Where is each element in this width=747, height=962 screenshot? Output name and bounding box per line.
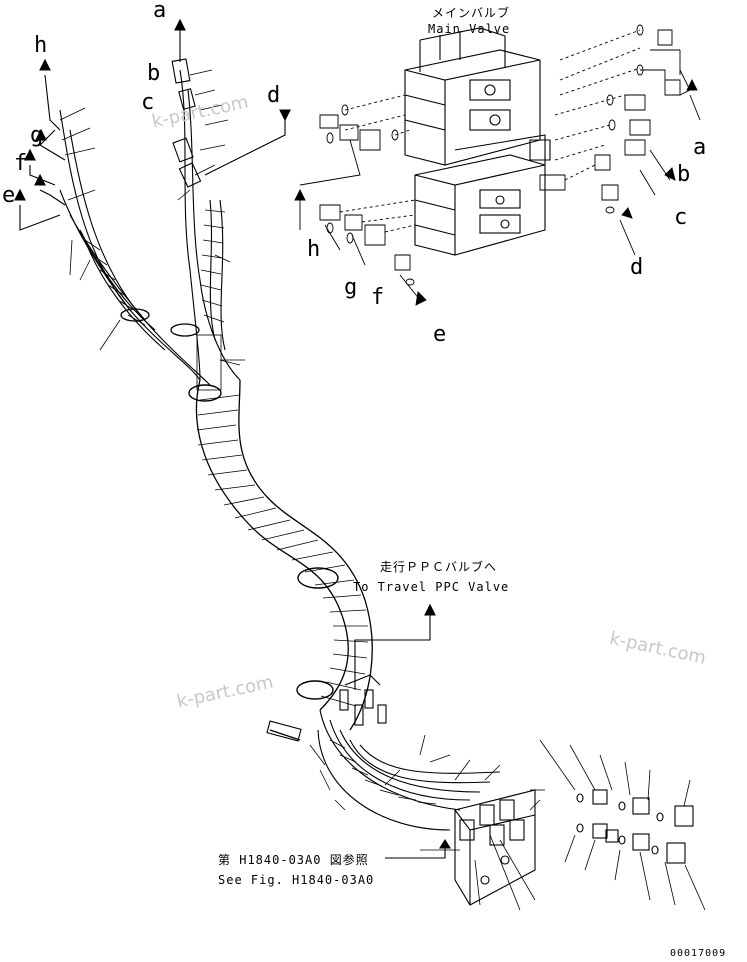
main-valve xyxy=(404,27,551,256)
port-label-f-right: f xyxy=(371,285,385,310)
main-hose-bundle xyxy=(188,379,373,731)
main-valve-label-en: Main Valve xyxy=(428,22,511,36)
port-label-e-right: e xyxy=(433,322,447,347)
travel-ppc-label-jp: 走行ＰＰＣバルブへ xyxy=(380,560,498,574)
port-label-d-left: d xyxy=(267,83,281,108)
bottom-right-fittings xyxy=(309,734,706,911)
port-label-d-right: d xyxy=(630,255,644,280)
upper-left-hoses xyxy=(59,109,211,386)
port-label-h-left: h xyxy=(34,33,48,58)
port-label-g-left: g xyxy=(30,123,44,148)
port-label-f-left: f xyxy=(14,151,28,176)
port-label-a-right: a xyxy=(693,135,707,160)
port-label-g-right: g xyxy=(344,275,358,300)
port-label-c-left: c xyxy=(141,90,155,115)
port-label-a-left: a xyxy=(153,0,167,23)
port-label-b-left: b xyxy=(147,61,161,86)
travel-ppc-arrow xyxy=(354,603,451,859)
port-label-b-right: b xyxy=(677,162,691,187)
figure-number: 00017009 xyxy=(670,948,727,959)
travel-ppc-label-en: To Travel PPC Valve xyxy=(353,580,510,594)
see-fig-label-en: See Fig. H1840-03A0 xyxy=(218,873,375,887)
port-label-c-right: c xyxy=(674,205,688,230)
upper-left-leaders xyxy=(59,69,245,391)
port-label-e-left: e xyxy=(2,183,16,208)
bottom-hoses xyxy=(266,674,501,831)
upper-left-arrows xyxy=(14,18,291,231)
main-valve-label-jp: メインバルブ xyxy=(432,6,511,20)
port-label-h-right: h xyxy=(307,237,321,262)
valve-fittings xyxy=(294,24,701,306)
see-fig-label-jp: 第 H1840-03A0 図参照 xyxy=(218,853,369,867)
bottom-bracket xyxy=(454,789,536,906)
